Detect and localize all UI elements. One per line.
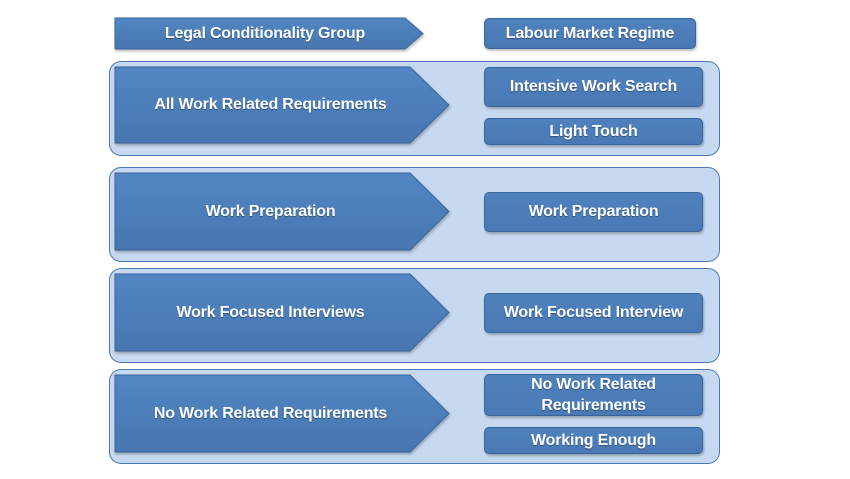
- regime-work-focused-interview: Work Focused Interview: [484, 293, 703, 333]
- group-arrow-all-work: [114, 66, 450, 144]
- group-arrow-work-preparation: [114, 172, 450, 251]
- regime-no-work-related-requirements: No Work Related Requirements: [484, 374, 703, 416]
- group-arrow-work-focused: [114, 273, 450, 352]
- header-arrow-shape: [114, 17, 424, 50]
- regime-light-touch: Light Touch: [484, 118, 703, 145]
- regime-working-enough: Working Enough: [484, 427, 703, 454]
- regime-work-preparation: Work Preparation: [484, 192, 703, 232]
- header-regime-label: Labour Market Regime: [484, 18, 696, 49]
- group-arrow-no-work: [114, 374, 450, 453]
- regime-intensive-work-search: Intensive Work Search: [484, 67, 703, 107]
